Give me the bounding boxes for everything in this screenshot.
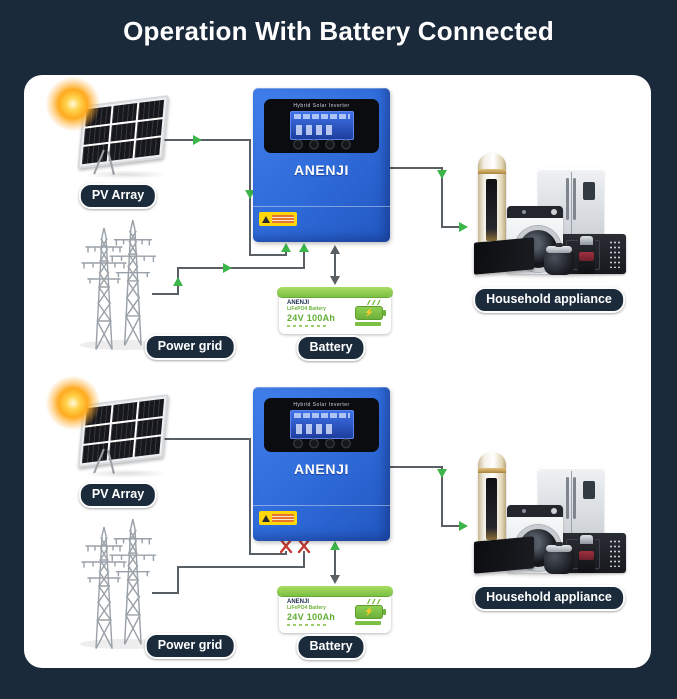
inverter-display: Hybrid Solar Inverter [264,99,379,153]
inverter: Hybrid Solar Inverter ANENJI [253,88,390,242]
power-grid-towers [80,219,168,350]
battery-lid [277,586,393,596]
caution-text-block [272,215,294,223]
television [474,237,534,275]
caution-sticker [259,212,297,226]
household-appliance-label: Household appliance [473,287,625,313]
sun-icon [46,376,100,430]
connection-lines [152,135,468,594]
content-card: PV Array Power grid Hybrid Solar Inverte… [24,75,651,668]
page-title: Operation With Battery Connected [123,16,554,46]
battery-brand: ANENJI [287,599,310,605]
warning-triangle-icon [262,215,270,223]
battery-unit: ANENJI LiFePO4 Battery 24V 100Ah ⚡ [277,586,393,633]
battery-spec: 24V 100Ah [287,312,336,323]
inverter-button [326,440,333,447]
charge-ticks-icon [366,300,385,305]
inverter-button [326,141,333,148]
inverter-button [342,141,349,148]
battery-lid [277,287,393,297]
inverter-button [310,440,317,447]
battery-label: Battery [296,634,366,660]
bolt-icon: ⚡ [364,308,374,317]
caution-sticker [259,511,297,525]
sun-icon [46,77,100,131]
battery-spec: 24V 100Ah [287,611,336,622]
blender [578,236,595,274]
pv-array-label: PV Array [78,183,158,209]
diagram-top: PV Array Power grid Hybrid Solar Inverte… [24,75,651,374]
battery-charge-icon: ⚡ [355,306,386,320]
solar-panel [76,95,172,179]
caution-text-block [272,514,294,522]
inverter-lcd-screen [289,410,354,439]
fridge-dispenser [583,182,595,200]
inverter-brand: ANENJI [294,461,349,477]
inverter-display-caption: Hybrid Solar Inverter [293,103,350,109]
battery-unit: ANENJI LiFePO4 Battery 24V 100Ah ⚡ [277,287,393,334]
inverter-lcd-screen [289,111,354,140]
fridge-dispenser [583,481,595,499]
battery-label: Battery [296,335,366,361]
inverter-buttons [294,440,349,447]
battery-brand: ANENJI [287,300,310,306]
battery-dots [287,623,329,626]
air-conditioner [478,452,506,549]
charge-ticks-icon [366,599,385,604]
pressure-cooker [544,243,574,275]
warning-triangle-icon [262,514,270,522]
inverter-buttons [294,141,349,148]
inverter-seam [253,505,390,506]
battery-type: LiFePO4 Battery [287,604,326,611]
inverter-display: Hybrid Solar Inverter [264,398,379,452]
bolt-icon: ⚡ [364,607,374,616]
battery-dots [287,324,329,327]
inverter: Hybrid Solar Inverter ANENJI [253,387,390,541]
disconnected-x-icon [279,538,311,554]
solar-panel [76,394,172,478]
inverter-seam [253,206,390,207]
inverter-display-caption: Hybrid Solar Inverter [293,402,350,408]
panel-shadow [84,469,168,478]
power-grid-label: Power grid [144,633,236,659]
battery-type: LiFePO4 Battery [287,305,326,312]
pv-array-label: PV Array [78,482,158,508]
household-appliance-label: Household appliance [473,585,625,611]
inverter-button [310,141,317,148]
television [474,536,534,574]
household-appliances [474,447,629,579]
household-appliances [474,148,629,280]
pressure-cooker [544,542,574,574]
power-grid-label: Power grid [144,334,236,360]
battery-charge-icon: ⚡ [355,605,386,619]
diagram-bottom: PV Array Power grid Hybrid Solar Inverte… [24,374,651,673]
d2-wires [152,438,461,594]
blender [578,535,595,573]
air-conditioner [478,153,506,250]
inverter-button [294,141,301,148]
power-grid-towers [80,518,168,649]
battery-sub-label [355,621,381,625]
panel-shadow [84,170,168,179]
inverter-brand: ANENJI [294,162,349,178]
inverter-button [294,440,301,447]
battery-sub-label [355,322,381,326]
inverter-button [342,440,349,447]
